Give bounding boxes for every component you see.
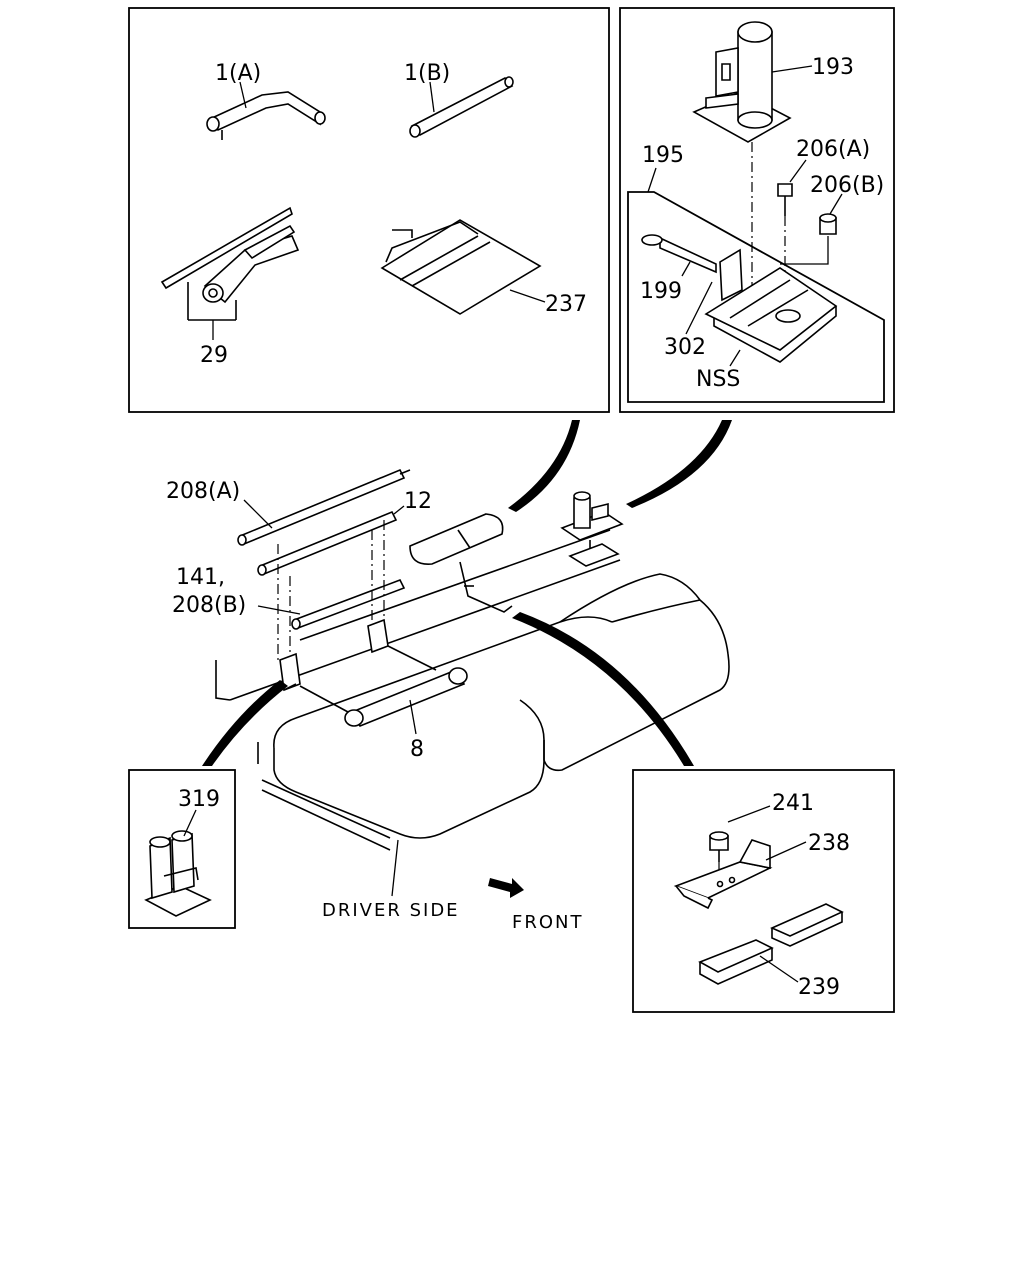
jack-installed [560,491,624,567]
label-193: 193 [812,55,854,80]
callout-arrow-bracket [512,612,694,766]
label-8: 8 [410,737,424,762]
jack-panel: 193 195 206(A) 206(B) [619,7,895,413]
part-12-rod [257,505,405,576]
label-nss: NSS [696,367,740,392]
part-1a-handle [206,81,326,140]
label-driver-side: DRIVER SIDE [322,900,460,921]
label-239: 239 [798,975,840,1000]
tools-panel: 1(A) 1(B) 29 [128,7,610,413]
label-29: 29 [200,343,228,368]
part-8-wrench [344,667,468,735]
bracket-panel: 241 238 239 [632,769,895,1013]
jack-inner-frame [627,191,885,403]
label-195: 195 [642,143,684,168]
label-206b: 206(B) [810,173,884,198]
label-1b: 1(B) [404,61,450,86]
leader-302 [685,281,713,335]
part-241-bolt [709,805,771,884]
part-319-clip [144,809,212,917]
callout-arrow-jack [626,420,732,508]
label-208b: 208(B) [172,593,246,618]
part-193-bottle-jack [692,21,813,300]
tool-bag-installed [409,513,513,613]
front-arrow-icon [488,878,524,898]
part-206a-bolt [777,159,807,300]
part-208a-rod [237,468,411,546]
main-view: 208(A) 12 141, 208(B) [166,468,730,897]
part-206b-nut [780,193,843,265]
label-199: 199 [640,279,682,304]
part-238-bracket [673,839,807,910]
label-12: 12 [404,489,432,514]
label-1a: 1(A) [215,61,261,86]
label-241: 241 [772,791,814,816]
jack-panel-frame [619,7,895,413]
part-1b-bar [409,76,514,138]
clip-right [367,618,389,654]
callout-arrow-clip [202,680,288,766]
part-208b-rod [257,578,406,630]
label-238: 238 [808,831,850,856]
label-208a: 208(A) [166,479,240,504]
label-237: 237 [545,292,587,317]
label-front: FRONT [512,912,584,933]
clip-panel-frame [128,769,236,929]
jack-tray [704,248,838,363]
tools-panel-frame [128,7,610,413]
label-206a: 206(A) [796,137,870,162]
part-199-hook [641,234,717,277]
clip-left [279,652,301,692]
label-302: 302 [664,335,706,360]
label-319: 319 [178,787,220,812]
leader-nss [729,349,741,367]
bracket-panel-frame [632,769,895,1013]
clip-panel: 319 [128,769,236,929]
callout-arrow-tools [508,420,580,512]
part-237-tool-bag [380,219,546,315]
leader-driver-side [391,839,399,897]
label-141: 141, [176,565,225,590]
part-239-pad [698,903,844,985]
part-29-socket-set [160,206,300,340]
